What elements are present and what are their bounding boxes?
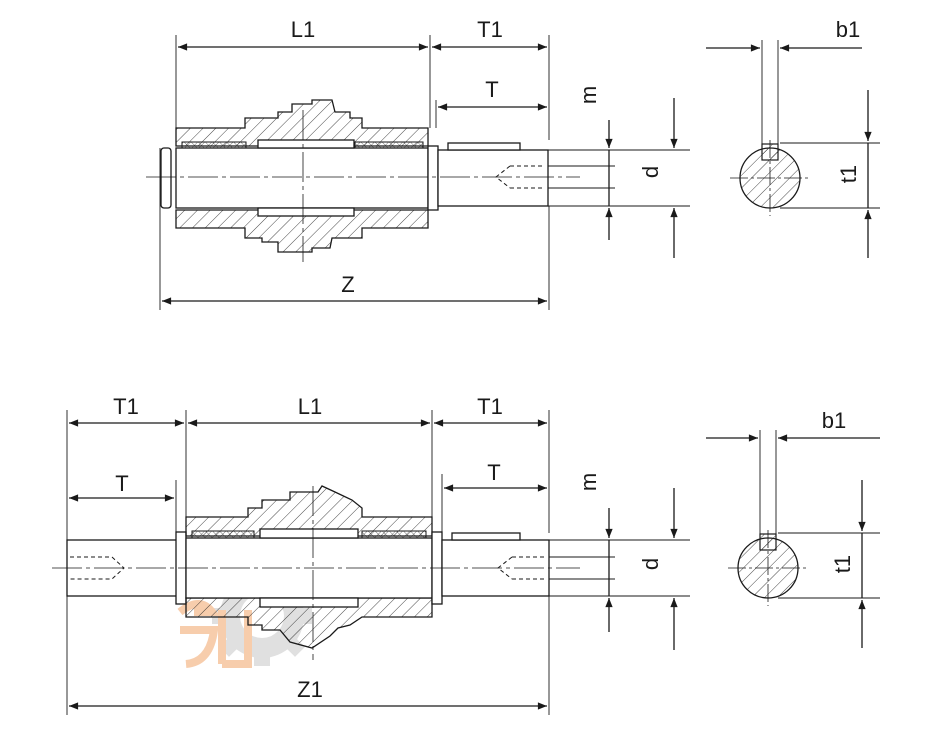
bottom-housing-lower	[185, 597, 433, 649]
top-shaft-assembly	[146, 99, 615, 262]
top-m-label: m	[576, 86, 601, 104]
bottom-d-label: d	[638, 558, 663, 570]
bottom-b1-label: b1	[822, 408, 846, 433]
top-key-section: b1 t1	[706, 17, 880, 258]
bottom-dimensions: T1 L1 T1 T T Z1 m d	[66, 394, 690, 715]
bottom-t1-label: t1	[830, 555, 855, 573]
bottom-m-label: m	[576, 473, 601, 491]
top-d-label: d	[638, 166, 663, 178]
top-L1-label: L1	[291, 17, 315, 42]
bottom-T-right-label: T	[487, 460, 500, 485]
bottom-key-section: b1 t1	[706, 408, 880, 648]
bottom-T1-left-label: T1	[113, 394, 139, 419]
bottom-shaft-assembly	[52, 485, 615, 660]
top-dimensions: L1 T1 T Z m d	[159, 17, 690, 310]
bottom-Z1-label: Z1	[297, 677, 323, 702]
top-housing-upper	[175, 99, 429, 147]
bottom-housing-upper	[185, 485, 433, 537]
top-Z-label: Z	[341, 272, 354, 297]
top-t1-label: t1	[836, 165, 861, 183]
bottom-L1-label: L1	[298, 394, 322, 419]
top-T1-label: T1	[477, 17, 503, 42]
bottom-T1-right-label: T1	[477, 394, 503, 419]
top-housing-lower	[175, 209, 429, 253]
top-T-label: T	[485, 77, 498, 102]
top-b1-label: b1	[836, 17, 860, 42]
bottom-T-left-label: T	[115, 471, 128, 496]
